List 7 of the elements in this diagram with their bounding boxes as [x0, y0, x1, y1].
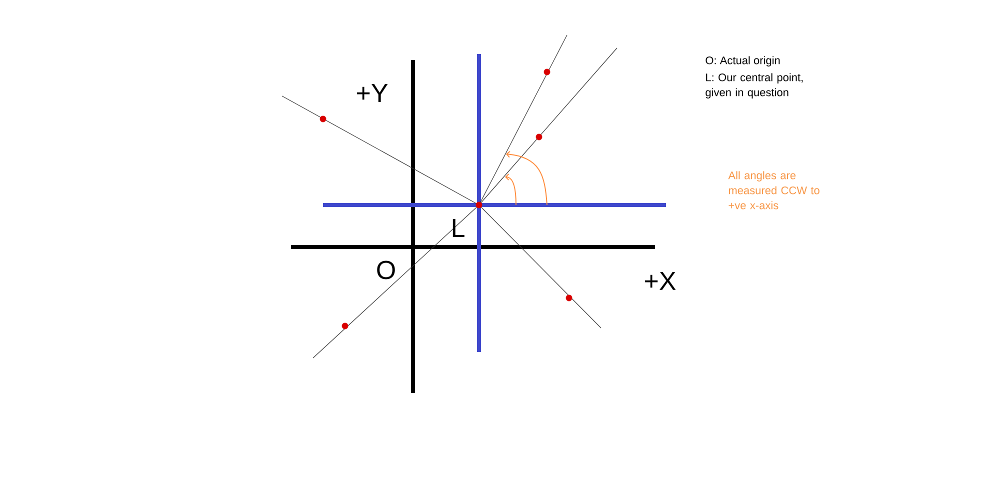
- note-text: O: Actual origin: [706, 56, 780, 66]
- note-text: All angles are measured CCW to +ve x-axis: [728, 171, 820, 210]
- axis-label: +Y: [357, 84, 388, 102]
- point-label: L: [452, 219, 464, 237]
- note-text: L: Our central point, given in question: [706, 73, 803, 98]
- point-label: O: [377, 260, 395, 280]
- axis-label: +X: [645, 272, 676, 290]
